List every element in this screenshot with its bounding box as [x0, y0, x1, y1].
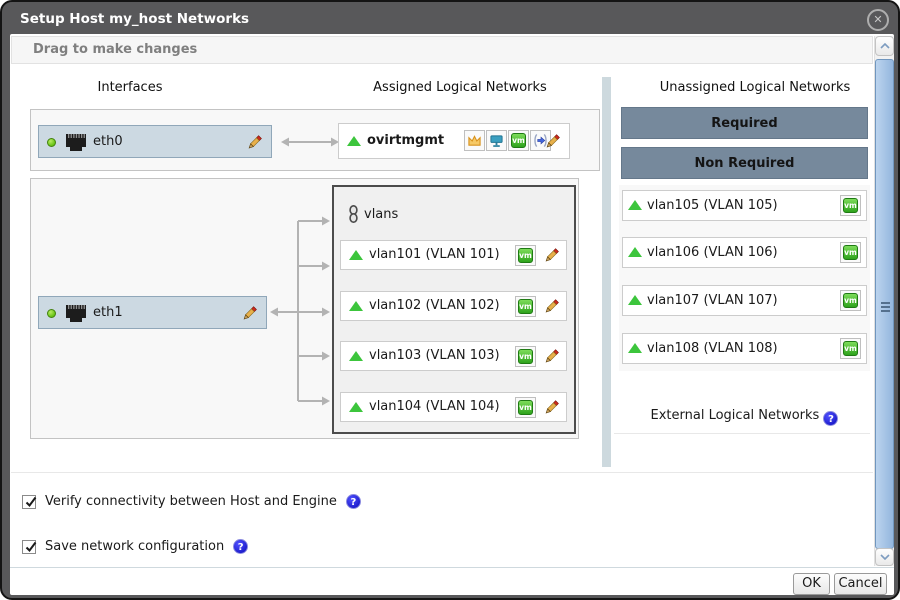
edit-pencil-icon[interactable] — [543, 298, 560, 315]
network-up-icon — [628, 295, 642, 305]
interfaces-column-header: Interfaces — [97, 80, 163, 95]
management-network-icon — [464, 130, 485, 151]
scroll-up-button[interactable] — [875, 36, 894, 56]
unassigned-column-header: Unassigned Logical Networks — [659, 80, 851, 95]
verify-connectivity-option: Verify connectivity between Host and Eng… — [22, 494, 361, 509]
network-name: vlan106 (VLAN 106) — [647, 245, 778, 260]
vlans-group-box[interactable]: vlans vlan101 (VLAN 101) vm vlan102 (VLA… — [332, 185, 576, 434]
interface-name: eth1 — [93, 305, 123, 320]
eth1-group-panel: eth1 — [30, 178, 579, 439]
divider — [614, 433, 870, 434]
network-up-icon — [628, 343, 642, 353]
interface-eth1[interactable]: eth1 — [38, 296, 267, 329]
scrollbar-thumb[interactable] — [875, 59, 894, 549]
edit-pencil-icon[interactable] — [241, 305, 258, 322]
network-vlan101[interactable]: vlan101 (VLAN 101) vm — [340, 240, 567, 270]
drag-hint-text: Drag to make changes — [33, 42, 198, 57]
network-ovirtmgmt[interactable]: ovirtmgmt vm — [338, 123, 570, 159]
network-name: vlan104 (VLAN 104) — [369, 399, 500, 414]
vertical-scrollbar[interactable] — [874, 36, 894, 566]
required-label: Required — [711, 115, 778, 131]
migration-network-icon — [530, 130, 551, 151]
vlans-group-label: vlans — [364, 206, 399, 222]
scrollbar-grip — [881, 302, 890, 314]
vm-network-icon: vm — [840, 338, 861, 359]
network-up-icon — [349, 351, 363, 361]
vm-network-icon: vm — [840, 242, 861, 263]
network-name: vlan103 (VLAN 103) — [369, 348, 500, 363]
verify-connectivity-checkbox[interactable] — [22, 494, 37, 509]
vm-network-icon: vm — [840, 290, 861, 311]
network-name: vlan105 (VLAN 105) — [647, 198, 778, 213]
close-icon[interactable]: ✕ — [867, 9, 889, 31]
vlans-group-header: vlans — [348, 205, 398, 223]
network-vlan104[interactable]: vlan104 (VLAN 104) vm — [340, 392, 567, 422]
attach-double-arrow — [281, 137, 339, 147]
panel-splitter[interactable] — [602, 77, 611, 467]
verify-connectivity-label: Verify connectivity between Host and Eng… — [45, 494, 337, 509]
nic-port-icon — [66, 305, 86, 322]
interface-name: eth0 — [93, 134, 123, 149]
vm-network-icon: vm — [515, 296, 536, 317]
drag-hint-bar: Drag to make changes — [11, 36, 873, 64]
save-network-config-label: Save network configuration — [45, 539, 225, 554]
network-vlan106[interactable]: vlan106 (VLAN 106) vm — [622, 237, 867, 268]
network-name: ovirtmgmt — [367, 133, 445, 148]
assigned-column-header: Assigned Logical Networks — [373, 80, 547, 95]
network-name: vlan108 (VLAN 108) — [647, 341, 778, 356]
vm-network-icon: vm — [515, 397, 536, 418]
chain-link-icon — [349, 205, 358, 223]
vm-network-icon: vm — [508, 130, 529, 151]
non-required-label: Non Required — [694, 155, 795, 171]
network-name: vlan101 (VLAN 101) — [369, 247, 500, 262]
edit-pencil-icon[interactable] — [544, 133, 561, 150]
external-networks-label: External Logical Networks — [650, 408, 820, 423]
divider — [11, 472, 873, 473]
network-vlan107[interactable]: vlan107 (VLAN 107) vm — [622, 285, 867, 316]
vlan-connector-tree — [270, 216, 330, 406]
nic-status-dot — [47, 309, 56, 318]
network-vlan103[interactable]: vlan103 (VLAN 103) vm — [340, 341, 567, 371]
external-networks-section: External Logical Networks ? — [621, 408, 868, 426]
nic-port-icon — [66, 134, 86, 151]
edit-pencil-icon[interactable] — [543, 247, 560, 264]
chevron-up-icon — [879, 43, 890, 49]
help-icon[interactable]: ? — [345, 494, 361, 509]
save-network-config-option: Save network configuration ? — [22, 539, 249, 554]
save-network-config-checkbox[interactable] — [22, 539, 37, 554]
cancel-button[interactable]: Cancel — [834, 573, 887, 595]
vm-network-icon: vm — [840, 195, 861, 216]
help-icon[interactable]: ? — [233, 539, 249, 554]
network-name: vlan107 (VLAN 107) — [647, 293, 778, 308]
network-up-icon — [347, 136, 361, 146]
footer-divider — [10, 567, 894, 568]
non-required-group-header[interactable]: Non Required — [621, 147, 868, 179]
eth0-group-panel: eth0 ovirtmgmt vm — [30, 109, 600, 171]
interface-eth0[interactable]: eth0 — [38, 125, 272, 158]
vm-network-icon: vm — [515, 245, 536, 266]
vm-network-icon: vm — [515, 346, 536, 367]
network-up-icon — [349, 250, 363, 260]
edit-pencil-icon[interactable] — [543, 399, 560, 416]
network-up-icon — [349, 301, 363, 311]
nic-status-dot — [47, 138, 56, 147]
network-up-icon — [628, 247, 642, 257]
network-vlan102[interactable]: vlan102 (VLAN 102) vm — [340, 291, 567, 321]
dialog-content: Drag to make changes Interfaces Assigned… — [10, 34, 894, 595]
ok-button[interactable]: OK — [793, 573, 830, 595]
network-vlan105[interactable]: vlan105 (VLAN 105) vm — [622, 190, 867, 221]
network-up-icon — [628, 200, 642, 210]
chevron-down-icon — [879, 554, 890, 560]
display-network-icon — [486, 130, 507, 151]
network-vlan108[interactable]: vlan108 (VLAN 108) vm — [622, 333, 867, 364]
edit-pencil-icon[interactable] — [246, 134, 263, 151]
required-group-header[interactable]: Required — [621, 107, 868, 139]
network-name: vlan102 (VLAN 102) — [369, 298, 500, 313]
help-icon[interactable]: ? — [823, 411, 839, 426]
scroll-down-button[interactable] — [875, 548, 894, 566]
edit-pencil-icon[interactable] — [543, 348, 560, 365]
network-up-icon — [349, 402, 363, 412]
dialog-title: Setup Host my_host Networks — [20, 11, 250, 27]
